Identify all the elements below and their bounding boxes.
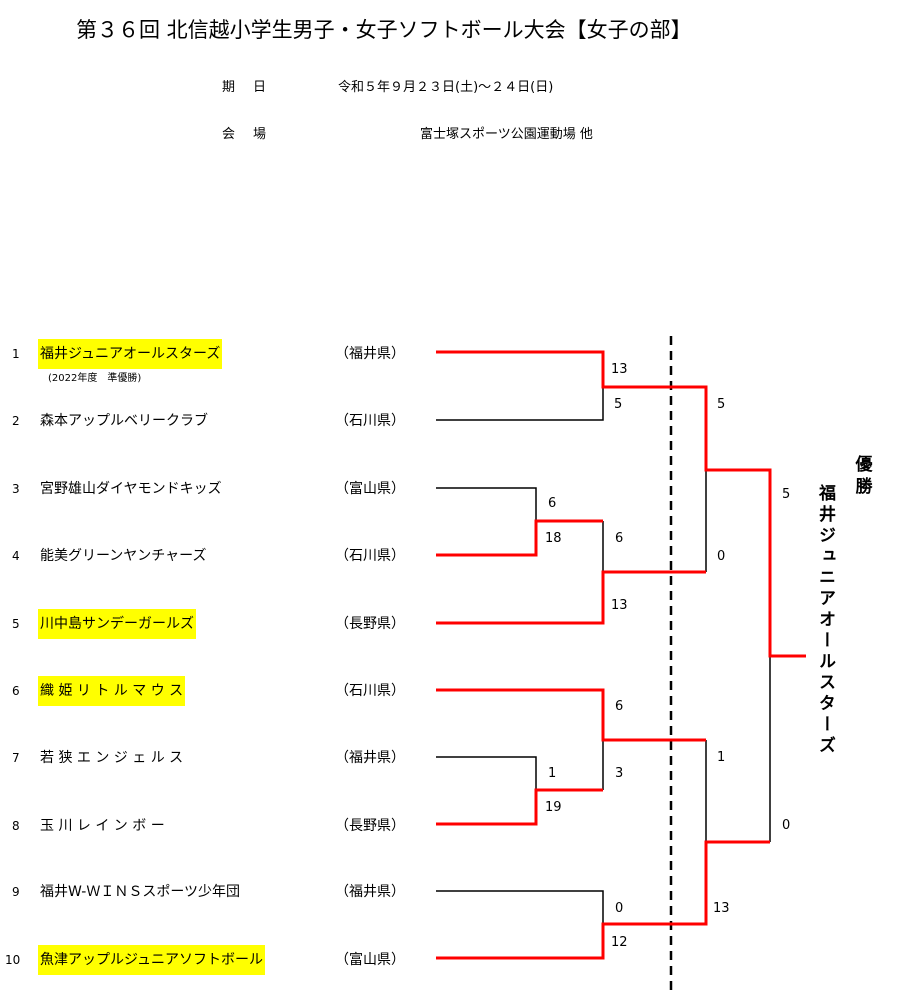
- team-prefecture: （石川県）: [335, 413, 405, 429]
- team-number: 2: [12, 414, 20, 428]
- team-prefecture: （富山県）: [335, 481, 405, 497]
- match-score: 13: [611, 598, 628, 613]
- bracket-line: [436, 756, 537, 790]
- team-prefecture: （長野県）: [335, 818, 405, 834]
- team-name: 玉 川 レ イ ン ボ ー: [40, 818, 165, 834]
- winner-path: [436, 570, 706, 625]
- venue-value: 富士塚スポーツ公園運動場 他: [420, 127, 593, 142]
- match-score: 5: [614, 397, 623, 412]
- team-prefecture: （石川県）: [335, 683, 405, 699]
- team-name: 福井ジュニアオールスターズ: [38, 339, 223, 369]
- match-score: 5: [717, 397, 726, 412]
- match-score: 13: [611, 362, 628, 377]
- match-score: 19: [545, 800, 562, 815]
- match-score: 12: [611, 935, 628, 950]
- team-number: 5: [12, 617, 20, 631]
- winner-path: [436, 840, 770, 960]
- team-prefecture: （福井県）: [335, 750, 405, 766]
- team-prefecture: （長野県）: [335, 616, 405, 632]
- team-number: 4: [12, 549, 20, 563]
- period-label: 期日: [222, 80, 285, 95]
- team-name: 福井W-ＷＩＮＳスポーツ少年団: [40, 884, 241, 900]
- team-name: 魚津アップルジュニアソフトボール: [38, 945, 266, 975]
- champion-name: 福井ジュニアオールスターズ: [815, 484, 835, 757]
- team-number: 3: [12, 482, 20, 496]
- match-score: 0: [615, 901, 624, 916]
- team-prefecture: （福井県）: [335, 346, 405, 362]
- match-score: 1: [548, 766, 557, 781]
- match-score: 3: [615, 766, 624, 781]
- team-name: 森本アップルベリークラブ: [40, 413, 208, 429]
- page-title: 第３６回 北信越小学生男子・女子ソフトボール大会【女子の部】: [76, 18, 692, 42]
- team-name: 若 狭 エ ン ジ ェ ル ス: [40, 750, 184, 766]
- team-number: 7: [12, 751, 20, 765]
- bracket-line: [436, 387, 604, 421]
- team-number: 6: [12, 684, 20, 698]
- match-score: 6: [548, 496, 557, 511]
- team-number: 10: [5, 953, 21, 967]
- winner-path: [436, 688, 706, 742]
- period-value: 令和５年９月２３日(土)～２４日(日): [338, 80, 554, 95]
- match-score: 0: [782, 818, 791, 833]
- team-name: 織 姫 リ ト ル マ ウ ス: [38, 676, 186, 706]
- team-prefecture: （福井県）: [335, 884, 405, 900]
- team-prefecture: （富山県）: [335, 952, 405, 968]
- venue-label: 会場: [222, 127, 285, 142]
- match-score: 6: [615, 531, 624, 546]
- match-score: 1: [717, 750, 726, 765]
- bracket-line: [436, 890, 604, 924]
- match-score: 0: [717, 549, 726, 564]
- team-name: 川中島サンデーガールズ: [38, 609, 196, 639]
- team-number: 8: [12, 819, 20, 833]
- match-score: 6: [615, 699, 624, 714]
- team-prefecture: （石川県）: [335, 548, 405, 564]
- winner-path: [436, 788, 603, 826]
- team-number: 9: [12, 885, 20, 899]
- team-name: 能美グリーンヤンチャーズ: [40, 548, 207, 564]
- match-score: 18: [545, 531, 562, 546]
- match-score: 13: [713, 901, 730, 916]
- bracket-line: [436, 487, 537, 521]
- team-number: 1: [12, 347, 20, 361]
- champion-title: 優勝: [855, 455, 873, 497]
- team-name: 宮野雄山ダイヤモンドキッズ: [40, 481, 222, 497]
- winner-path: [436, 519, 603, 557]
- team-note: (2022年度 準優勝): [48, 373, 142, 384]
- match-score: 5: [782, 487, 791, 502]
